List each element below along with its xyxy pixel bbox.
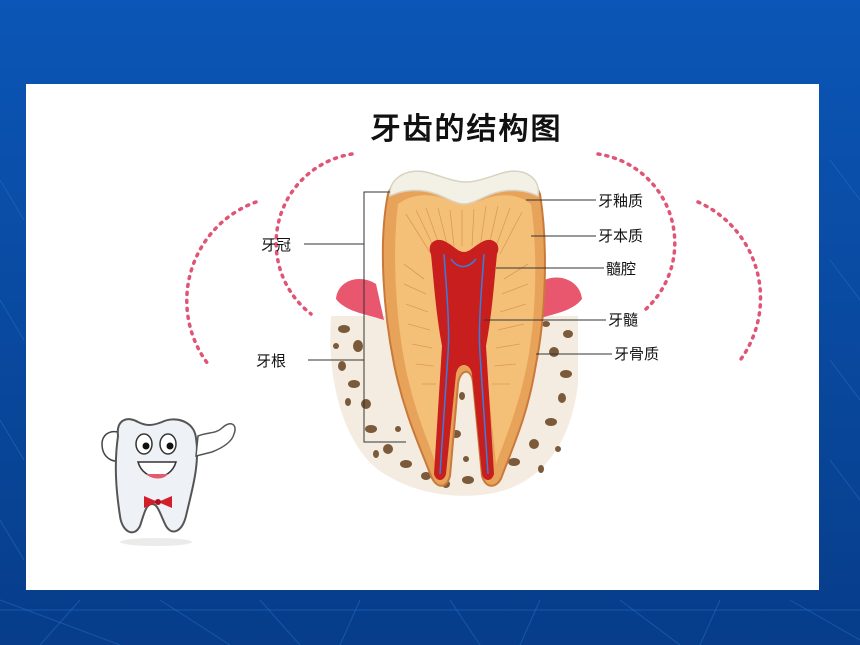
title-text: 牙齿的结构图 <box>370 112 563 147</box>
label-pulp-cavity: 髓腔 <box>606 260 637 278</box>
label-crown: 牙冠 <box>261 236 292 254</box>
gum <box>336 277 582 320</box>
label-cementum: 牙骨质 <box>614 345 660 363</box>
enamel <box>389 170 540 205</box>
leader-root <box>308 359 406 443</box>
diagram-card: 牙齿的结构图 牙釉质 牙本质 髓腔 牙髓 牙骨质 牙冠 牙根 <box>26 84 819 590</box>
label-dentin: 牙本质 <box>598 227 644 245</box>
dotted-arc-left-inner <box>274 152 354 316</box>
dotted-arc-left-outer <box>185 200 258 366</box>
label-enamel: 牙釉质 <box>598 192 644 210</box>
leader-crown <box>304 191 390 245</box>
label-root: 牙根 <box>256 352 287 370</box>
dotted-arc-right-outer <box>696 200 763 361</box>
diagram-title: 牙齿的结构图 <box>26 104 819 148</box>
tooth-structure-diagram <box>101 152 763 546</box>
tooth-mascot <box>101 418 236 546</box>
label-pulp: 牙髓 <box>608 311 639 329</box>
